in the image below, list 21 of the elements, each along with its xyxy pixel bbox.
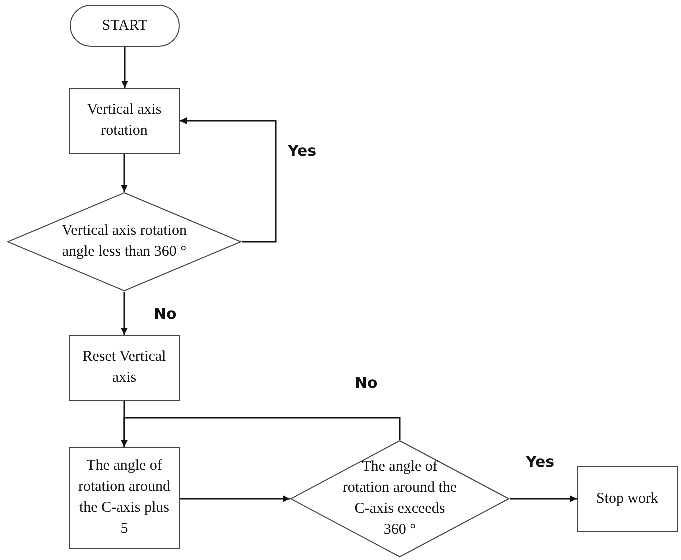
arrow — [121, 154, 128, 192]
arrow — [510, 496, 577, 502]
arrow — [122, 47, 128, 88]
node-text: Reset Vertical axis — [82, 348, 168, 388]
node-text: START — [101, 16, 149, 36]
arrow — [121, 417, 401, 447]
node-text: Vertical axis rotation angle less than 360 ° — [61, 222, 188, 262]
decision-diamond — [290, 440, 510, 558]
start-terminal — [70, 5, 180, 47]
arrow — [121, 292, 128, 335]
node-text: Stop work — [595, 490, 660, 508]
node-text: Vertical axis rotation — [86, 101, 163, 141]
decision-diamond — [7, 192, 242, 292]
process-box — [69, 335, 180, 401]
process-box — [577, 466, 678, 532]
process-box — [69, 88, 180, 154]
node-text: The angle of rotation around the C-axis exceeds 360 ° — [342, 458, 458, 540]
arrow — [180, 118, 277, 243]
arrow — [180, 496, 290, 502]
node-text: The angle of rotation around the C-axis plus 5 — [77, 457, 172, 539]
process-box — [69, 447, 180, 549]
